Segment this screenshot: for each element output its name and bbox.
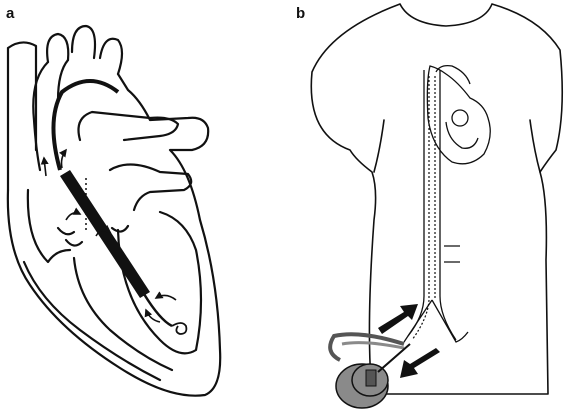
panel-a-catheter (40, 79, 188, 335)
flow-arrow-3 (65, 207, 82, 221)
pump-port (365, 369, 377, 387)
aortic-arch-branches (46, 24, 124, 76)
mitral-valve (110, 224, 130, 233)
left-atrium-outline (108, 163, 193, 212)
vessel-branch (444, 245, 460, 263)
septum-line (72, 256, 174, 372)
right-atrium-outline (26, 188, 72, 264)
arm-line-left (373, 119, 385, 173)
tricuspid-valve (56, 226, 84, 247)
panel-a-heart-diagram (6, 24, 222, 397)
heart-outer-outline (6, 72, 222, 397)
catheter-device-body (60, 170, 150, 298)
panel-a-label: a (6, 5, 15, 22)
iliac-fork (403, 299, 469, 343)
pump-connector (377, 343, 411, 373)
right-ventricle-outline (22, 260, 162, 382)
catheter-tube-upper (51, 79, 120, 171)
black-arrow-icon (378, 304, 418, 334)
vena-cava-outline (6, 41, 38, 192)
flow-arrow-6 (144, 308, 161, 323)
panel-b-small-heart (426, 64, 491, 165)
pigtail-tip-icon (171, 322, 188, 335)
small-heart-outline (426, 65, 491, 165)
pulmonary-artery-outline (77, 110, 180, 142)
panel-b-label: b (296, 5, 306, 22)
vessel-right-outline (439, 70, 457, 341)
device-tube-2 (341, 341, 405, 350)
catheter-dotted-line-1 (411, 76, 430, 341)
torso-outline (310, 3, 564, 395)
flow-arrow-5 (154, 291, 177, 301)
small-chamber (445, 121, 479, 149)
panel-b-external-device (328, 332, 411, 409)
black-arrow-icon (400, 348, 440, 378)
flow-arrow-1 (40, 156, 49, 177)
flow-arrow-2 (58, 148, 67, 169)
catheter-tail (142, 293, 173, 328)
small-aorta (435, 64, 471, 85)
small-valve (451, 109, 469, 127)
device-tube-1 (328, 332, 405, 362)
arm-line-right (529, 119, 541, 173)
panel-b-catheter-path (403, 70, 469, 343)
panel-b-torso-diagram (310, 3, 564, 395)
left-ventricle-outline (116, 210, 203, 355)
flow-arrow-4 (95, 224, 112, 237)
panel-b-big-arrows (378, 304, 440, 378)
aorta-outline (32, 60, 50, 172)
vessel-left-outline (407, 70, 425, 337)
